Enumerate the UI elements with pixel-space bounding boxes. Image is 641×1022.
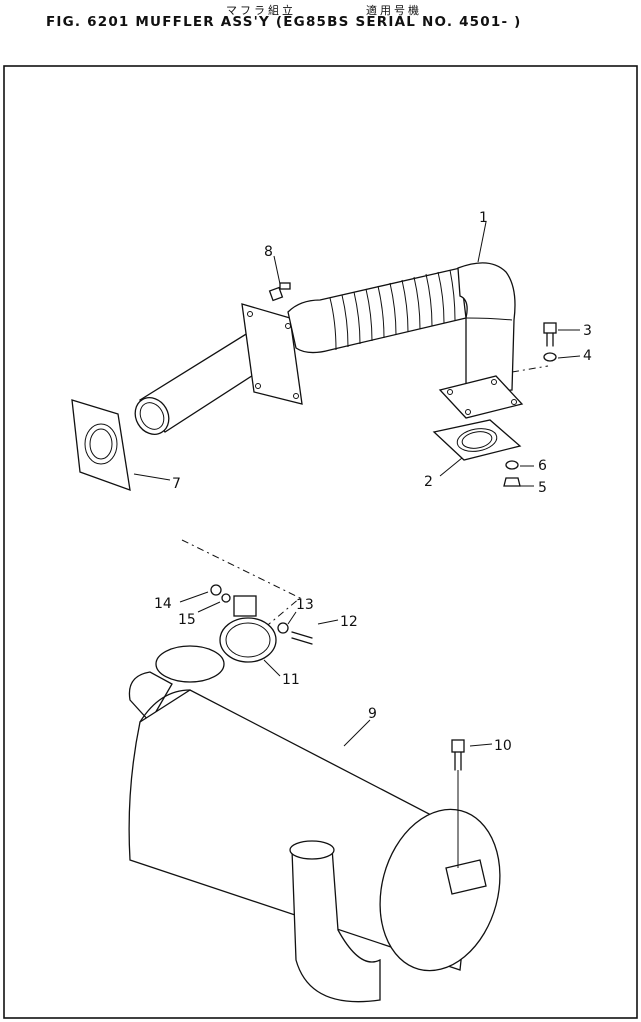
- callout-10: 10: [494, 738, 512, 754]
- japanese-title: マフラ組立: [226, 4, 296, 17]
- callout-14: 14: [154, 596, 172, 612]
- bolt-3-part: [543, 322, 557, 362]
- callout-2: 2: [424, 474, 433, 490]
- callout-5: 5: [538, 480, 547, 496]
- callout-7: 7: [172, 476, 181, 492]
- callout-8: 8: [264, 244, 273, 260]
- callout-15: 15: [178, 612, 196, 628]
- nut-5-part: [503, 460, 521, 487]
- callout-4: 4: [583, 348, 592, 364]
- leader-lines: [133, 221, 581, 747]
- bolt-8-part: [268, 282, 291, 302]
- flange-gasket-part: [71, 399, 131, 491]
- exhaust-pipe-part: [134, 262, 524, 435]
- diagram-frame: [3, 65, 638, 1019]
- callout-13: 13: [296, 597, 314, 613]
- callout-12: 12: [340, 614, 358, 630]
- callout-1: 1: [479, 210, 488, 226]
- japanese-applicability-label: 適用号機: [366, 4, 422, 17]
- callout-11: 11: [282, 672, 300, 688]
- figure-title: FIG. 6201 MUFFLER ASS'Y (EG85BS SERIAL N…: [46, 14, 522, 30]
- callout-3: 3: [583, 323, 592, 339]
- callout-6: 6: [538, 458, 547, 474]
- muffler-body-part: [128, 645, 501, 1003]
- clamp-fasteners: [210, 584, 313, 645]
- clamp-part: [219, 595, 277, 663]
- gasket-part: [432, 419, 522, 461]
- callout-9: 9: [368, 706, 377, 722]
